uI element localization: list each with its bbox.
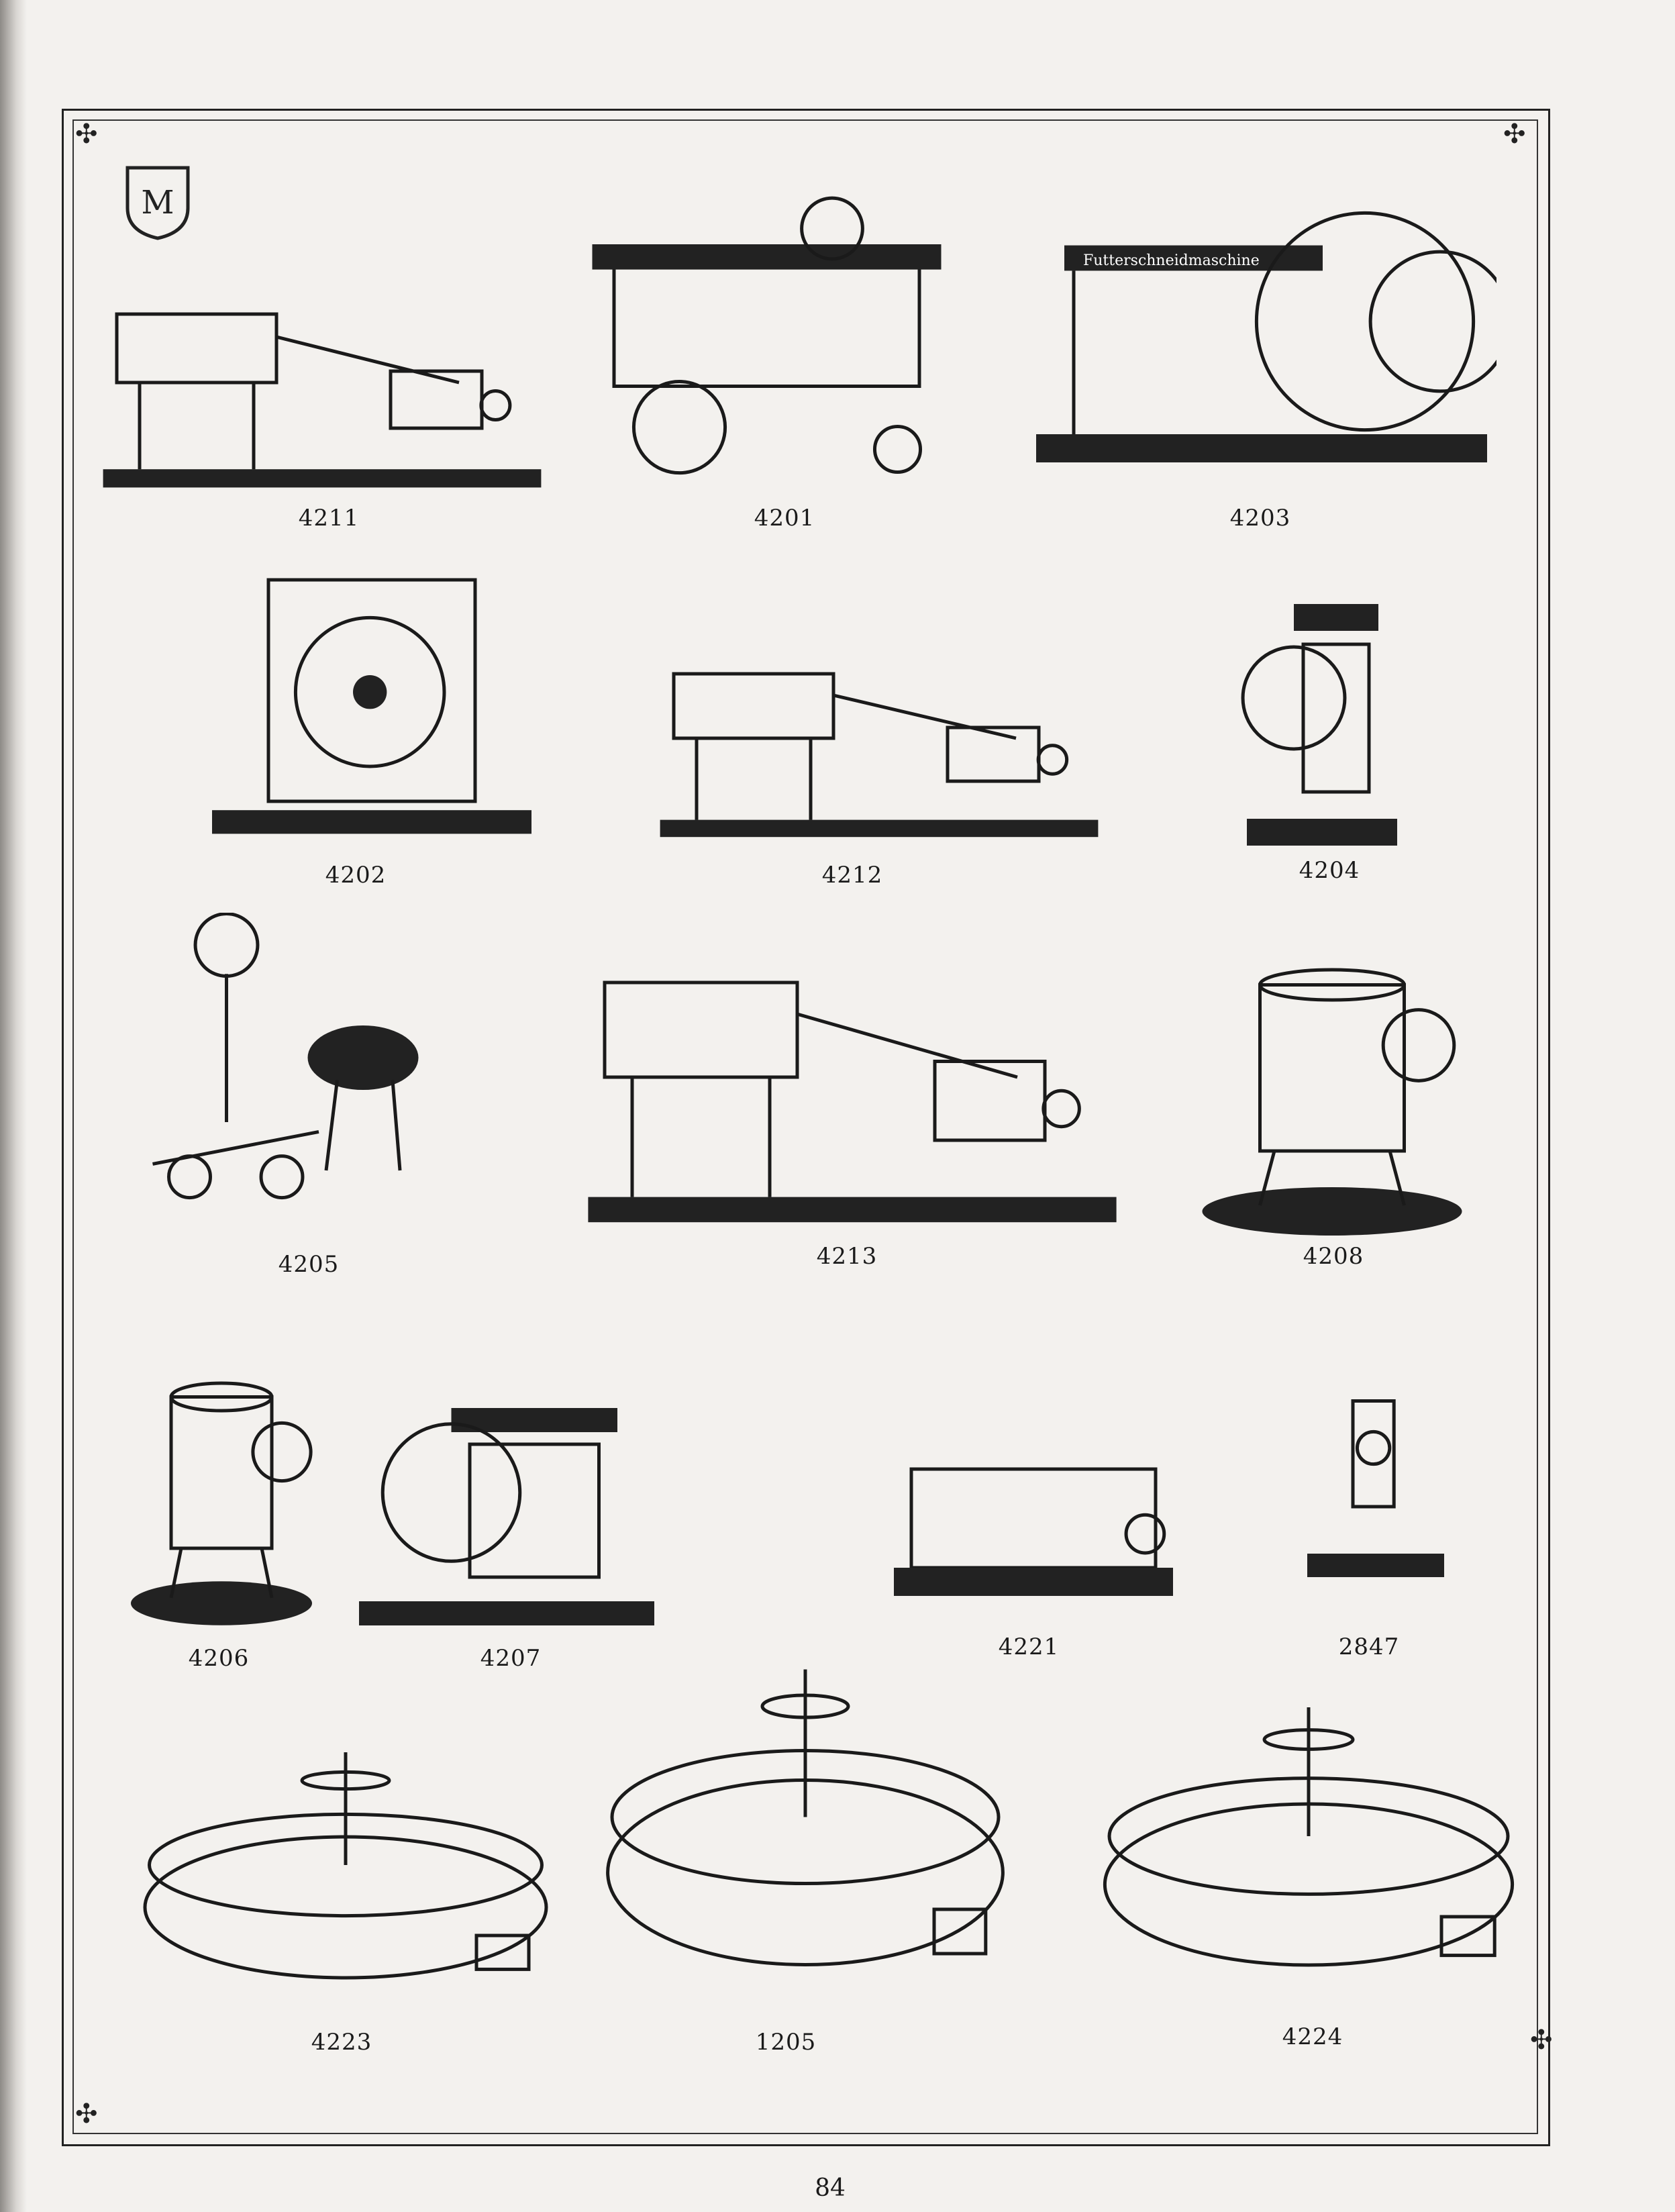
svg-text:M: M bbox=[141, 184, 174, 221]
corner-ornament-icon: ✣ bbox=[75, 119, 98, 150]
item-number: 4204 bbox=[1299, 857, 1360, 884]
item-number: 4224 bbox=[1282, 2023, 1343, 2050]
illustration-item-4201 bbox=[570, 181, 1007, 497]
illustration-item-4212 bbox=[651, 631, 1107, 846]
illustration-item-4207 bbox=[322, 1396, 691, 1638]
page-number: 84 bbox=[815, 2174, 846, 2202]
illustration-item-4208 bbox=[1188, 940, 1476, 1242]
page-border-outer bbox=[62, 109, 1550, 2146]
item-number: 4206 bbox=[188, 1645, 250, 1672]
svg-text:Futterschneidmaschine: Futterschneidmaschine bbox=[1083, 252, 1260, 269]
item-number: 1205 bbox=[755, 2029, 817, 2056]
illustration-item-2847 bbox=[1262, 1389, 1490, 1624]
item-number: 4223 bbox=[311, 2029, 372, 2056]
corner-ornament-icon: ✣ bbox=[75, 2099, 98, 2129]
item-number: 4213 bbox=[816, 1243, 878, 1270]
item-number: 4205 bbox=[278, 1251, 340, 1278]
illustration-item-4213 bbox=[577, 919, 1127, 1235]
item-number: 4211 bbox=[298, 505, 360, 532]
item-number: 4207 bbox=[480, 1645, 542, 1672]
illustration-item-4211 bbox=[94, 268, 550, 497]
item-number: 4208 bbox=[1303, 1243, 1364, 1270]
illustration-item-4203: Futterschneidmaschine bbox=[1027, 195, 1512, 476]
item-number: 4212 bbox=[821, 862, 883, 889]
corner-ornament-icon: ✣ bbox=[1503, 119, 1526, 150]
corner-ornament-icon: ✣ bbox=[1530, 2025, 1553, 2056]
item-number: 2847 bbox=[1338, 1633, 1400, 1660]
illustration-item-4202 bbox=[174, 550, 550, 846]
item-number: 4201 bbox=[754, 505, 815, 532]
illustration-item-4221 bbox=[859, 1342, 1208, 1624]
illustration-item-4204 bbox=[1228, 591, 1416, 859]
illustration-item-1205 bbox=[591, 1651, 1020, 2020]
illustration-item-4224 bbox=[1087, 1691, 1530, 2013]
item-number: 4221 bbox=[998, 1633, 1060, 1660]
item-number: 4203 bbox=[1229, 505, 1291, 532]
page-border-inner bbox=[72, 119, 1538, 2134]
illustration-item-4223 bbox=[128, 1738, 564, 2020]
maker-logo: M bbox=[121, 161, 195, 242]
illustration-item-4206 bbox=[121, 1356, 322, 1631]
book-binding bbox=[0, 0, 27, 2212]
item-number: 4202 bbox=[325, 862, 387, 889]
illustration-item-4205 bbox=[134, 912, 503, 1235]
